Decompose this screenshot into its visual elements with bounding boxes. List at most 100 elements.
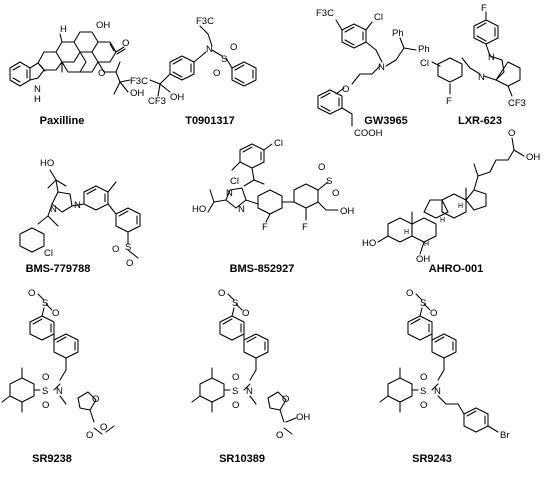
- bms779788-atom-label: S: [125, 242, 131, 253]
- sr10389-atom-label: O: [232, 372, 239, 383]
- sr9238-atom-label: O: [42, 372, 49, 383]
- bms852927-atom-label: O: [318, 162, 325, 173]
- gw3965-atom-label: Ph: [418, 44, 430, 55]
- sr9238-atom-label: S: [42, 298, 48, 309]
- paxilline-structure: [9, 31, 131, 95]
- t0901317-structure: [149, 25, 257, 97]
- sr9238-atom-label: O: [100, 422, 107, 433]
- sr9243-atom-label: S: [420, 386, 426, 397]
- ahro001-atom-label: OH: [526, 152, 540, 163]
- sr9238-atom-label: O: [42, 400, 49, 411]
- sr9243-atom-label: Br: [500, 430, 510, 441]
- paxilline-atom-label: OH: [96, 20, 110, 31]
- compound-name-sr9238: SR9238: [32, 453, 72, 465]
- lxr623-atom-label: N: [478, 72, 485, 83]
- sr9238-atom-label: O: [52, 308, 59, 319]
- ahro001-atom-label: O: [508, 128, 515, 139]
- compound-name-sr10389: SR10389: [219, 453, 265, 465]
- lxr623-atom-label: F: [446, 96, 452, 107]
- bms779788-atom-label: HO: [40, 158, 54, 169]
- sr10389-atom-label: O: [276, 430, 283, 441]
- compound-name-gw3965: GW3965: [364, 115, 407, 127]
- bms852927-structure: [207, 143, 339, 223]
- sr10389-atom-label: O: [242, 308, 249, 319]
- sr9243-atom-label: O: [430, 308, 437, 319]
- bms852927-atom-label: Cl: [230, 176, 239, 187]
- sr9243-atom-label: S: [420, 298, 426, 309]
- bms779788-atom-label: O: [126, 258, 133, 269]
- sr9238-structure: [1, 293, 115, 435]
- gw3965-atom-label: F3C: [316, 8, 334, 19]
- gw3965-structure: [317, 19, 417, 127]
- paxilline-atom-label: H: [34, 94, 41, 105]
- sr10389-atom-label: N: [246, 386, 253, 397]
- t0901317-atom-label: OH: [170, 92, 184, 103]
- bms852927-atom-label: Cl: [274, 138, 283, 149]
- sr10389-atom-label: O: [282, 394, 289, 405]
- gw3965-atom-label: Cl: [374, 12, 383, 23]
- bms779788-structure: [19, 169, 141, 259]
- bms852927-atom-label: O: [332, 188, 339, 199]
- bms852927-atom-label: N: [238, 204, 245, 215]
- compound-name-bms852927: BMS-852927: [230, 263, 295, 275]
- t0901317-atom-label: CF3: [148, 96, 166, 107]
- sr9243-structure: [379, 293, 499, 433]
- sr9243-atom-label: O: [420, 372, 427, 383]
- bms779788-atom-label: O: [112, 244, 119, 255]
- bms779788-atom-label: N: [50, 204, 57, 215]
- paxilline-atom-label: H: [60, 24, 67, 35]
- ahro001-atom-label: H: [404, 229, 409, 236]
- sr10389-structure: [191, 293, 297, 435]
- compound-name-t0901317: T0901317: [185, 115, 235, 127]
- bms852927-atom-label: HO: [192, 204, 206, 215]
- ahro001-atom-label: H: [440, 217, 445, 224]
- sr9243-atom-label: N: [434, 386, 441, 397]
- lxr623-structure: [431, 11, 521, 97]
- bms852927-atom-label: S: [326, 176, 332, 187]
- t0901317-atom-label: O: [230, 42, 237, 53]
- sr10389-atom-label: OH: [296, 412, 310, 423]
- gw3965-atom-label: Ph: [392, 28, 404, 39]
- lxr623-atom-label: F: [481, 3, 487, 14]
- gw3965-atom-label: N: [378, 62, 385, 73]
- lxr623-atom-label: Cl: [420, 58, 429, 69]
- t0901317-atom-label: F3C: [196, 16, 214, 27]
- paxilline-atom-label: O: [122, 38, 129, 49]
- t0901317-atom-label: N: [206, 44, 213, 55]
- ahro001-atom-label: OH: [416, 254, 430, 265]
- paxilline-atom-label: O: [98, 68, 105, 79]
- bms779788-atom-label: Cl: [44, 248, 53, 259]
- sr10389-atom-label: S: [232, 386, 238, 397]
- paxilline-atom-label: N: [34, 84, 41, 95]
- bms852927-atom-label: N: [226, 188, 233, 199]
- ahro001-atom-label: H: [424, 241, 429, 248]
- sr9238-atom-label: O: [86, 430, 93, 441]
- sr10389-atom-label: O: [218, 288, 225, 299]
- t0901317-atom-label: F3C: [130, 76, 148, 87]
- sr9243-atom-label: O: [420, 400, 427, 411]
- sr9243-atom-label: O: [406, 288, 413, 299]
- ahro001-structure: [377, 137, 525, 255]
- sr9238-atom-label: N: [56, 386, 63, 397]
- compound-name-ahro001: AHRO-001: [429, 263, 483, 275]
- ahro001-atom-label: HO: [362, 238, 376, 249]
- lxr623-atom-label: CF3: [508, 98, 526, 109]
- compound-name-lxr623: LXR-623: [458, 115, 502, 127]
- t0901317-atom-label: S: [221, 54, 227, 65]
- bms852927-atom-label: OH: [340, 206, 354, 217]
- compound-name-sr9243: SR9243: [412, 453, 452, 465]
- gw3965-atom-label: O: [342, 84, 349, 95]
- lxr623-atom-label: N: [488, 52, 495, 63]
- bms852927-atom-label: F: [302, 222, 308, 233]
- ahro001-atom-label: H: [458, 203, 463, 210]
- sr9238-atom-label: S: [42, 386, 48, 397]
- gw3965-atom-label: COOH: [354, 128, 383, 139]
- compound-name-paxilline: Paxilline: [40, 115, 85, 127]
- t0901317-atom-label: O: [213, 68, 220, 79]
- compound-name-bms779788: BMS-779788: [26, 263, 91, 275]
- sr9238-atom-label: O: [28, 288, 35, 299]
- paxilline-atom-label: OH: [130, 88, 144, 99]
- sr10389-atom-label: S: [232, 298, 238, 309]
- sr10389-atom-label: O: [232, 400, 239, 411]
